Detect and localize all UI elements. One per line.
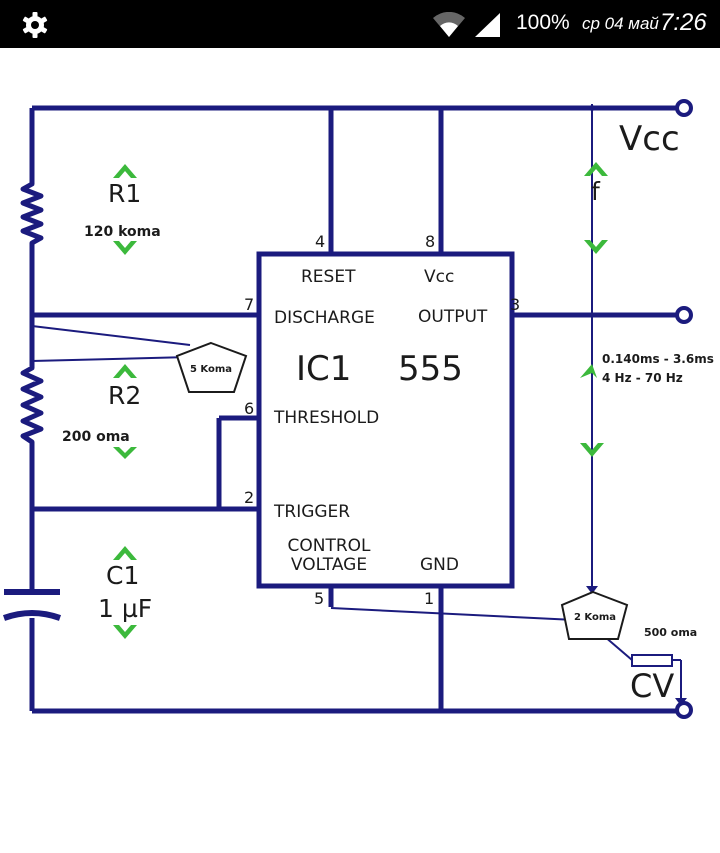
ic-pin-labels: RESET Vcc DISCHARGE OUTPUT THRESHOLD TRI… (273, 267, 488, 575)
pin-trigger-label: TRIGGER (273, 502, 350, 522)
status-bar: 100% ср 04 май 7:26 (0, 0, 720, 48)
pin-vcc-label: Vcc (424, 267, 454, 287)
freq-down-arrow (584, 240, 608, 254)
vcc-terminal (675, 99, 693, 117)
pin-number-6: 6 (244, 399, 254, 418)
pin-discharge-label: DISCHARGE (274, 308, 375, 328)
date-text: ср 04 май (582, 14, 659, 33)
r2-value: 200 oma (62, 429, 130, 445)
r3-value: 500 oma (644, 626, 697, 639)
period-up-arrow (580, 364, 597, 378)
r1-up-arrow (113, 164, 137, 178)
pin-number-7: 7 (244, 295, 254, 314)
pin-number-2: 2 (244, 488, 254, 507)
c1-down-arrow (113, 625, 137, 639)
ic-part-number: 555 (398, 349, 463, 389)
adjust-arrows[interactable] (113, 162, 608, 639)
pin-number-8: 8 (425, 232, 435, 251)
pot-5koma[interactable]: 5 Koma (175, 341, 248, 393)
pot-2koma-label: 2 Koma (574, 612, 616, 623)
c1-symbol (2, 589, 62, 621)
c1-up-arrow (113, 546, 137, 560)
wifi-icon (433, 12, 465, 37)
r2-up-arrow (113, 364, 137, 378)
pin-number-4: 4 (315, 232, 325, 251)
r1-symbol (20, 178, 44, 248)
freq-up-arrow (584, 162, 608, 176)
period-range: 0.140ms - 3.6ms (602, 352, 714, 366)
r3-symbol (631, 654, 673, 667)
signal-icon (475, 13, 500, 37)
pin-threshold-label: THRESHOLD (273, 408, 379, 428)
cv-label: CV (630, 667, 674, 705)
ic-body (256, 251, 515, 589)
pin-number-1: 1 (424, 589, 434, 608)
freq-range: 4 Hz - 70 Hz (602, 371, 683, 385)
r1-down-arrow (113, 241, 137, 255)
r2-down-arrow (113, 447, 137, 459)
battery-percent: 100% (516, 11, 570, 34)
pin-output-label: OUTPUT (418, 307, 488, 327)
circuit-diagram: RESET Vcc DISCHARGE OUTPUT THRESHOLD TRI… (2, 99, 714, 719)
pin-number-3: 3 (510, 295, 520, 314)
ic-name: IC1 (296, 349, 351, 389)
vcc-label: Vcc (619, 119, 680, 159)
r2-name: R2 (108, 381, 141, 410)
gear-icon[interactable] (20, 10, 50, 40)
pin-number-5: 5 (314, 589, 324, 608)
pot-5koma-label: 5 Koma (190, 364, 232, 375)
r1-value: 120 koma (84, 224, 161, 240)
pin-control-label-line2: VOLTAGE (291, 555, 367, 575)
arrow-tip (675, 698, 687, 706)
period-down-arrow (580, 443, 604, 457)
pin-reset-label: RESET (301, 267, 356, 287)
clock-text: 7:26 (660, 9, 707, 36)
pin-gnd-label: GND (420, 555, 459, 575)
output-terminal (675, 306, 693, 324)
r1-name: R1 (108, 179, 141, 208)
pot-2koma[interactable]: 2 Koma (560, 590, 629, 640)
freq-label: f (591, 177, 601, 206)
c1-value: 1 µF (98, 594, 152, 623)
ground-terminal (675, 701, 693, 719)
ic-pin-numbers: 4 8 7 3 6 2 5 1 (244, 232, 520, 608)
wire-junctions (586, 99, 693, 719)
pin-control-label-line1: CONTROL (287, 536, 371, 556)
c1-name: C1 (106, 561, 139, 590)
wires (29, 105, 680, 714)
r2-symbol (20, 362, 44, 448)
